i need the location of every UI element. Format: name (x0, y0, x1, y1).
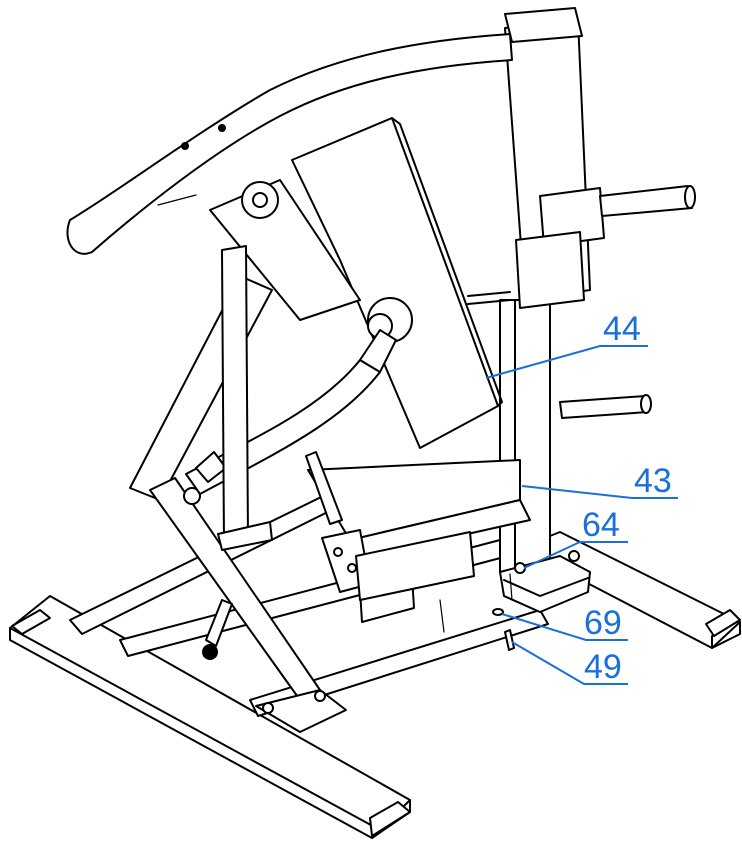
hardware-parts (492, 608, 515, 651)
back-pad (291, 117, 503, 449)
leader-line-64 (523, 541, 628, 569)
callout-43: 43 (521, 462, 678, 500)
callout-64: 64 (523, 506, 628, 569)
callout-69: 69 (501, 604, 628, 642)
callout-44: 44 (485, 310, 648, 379)
leader-line-43 (521, 485, 678, 499)
callout-label-64: 64 (582, 506, 620, 544)
leader-line-69 (501, 613, 628, 641)
left-frame (129, 179, 413, 733)
top-lever-arm (467, 7, 696, 309)
callout-49: 49 (511, 641, 628, 686)
leader-line-49 (511, 641, 628, 685)
callout-label-49: 49 (584, 648, 622, 686)
leader-line-44 (485, 345, 648, 379)
callout-label-44: 44 (603, 310, 641, 348)
callout-label-69: 69 (584, 604, 622, 642)
callout-label-43: 43 (634, 462, 672, 500)
handle-frame (66, 33, 513, 255)
seat-assembly (305, 451, 531, 633)
